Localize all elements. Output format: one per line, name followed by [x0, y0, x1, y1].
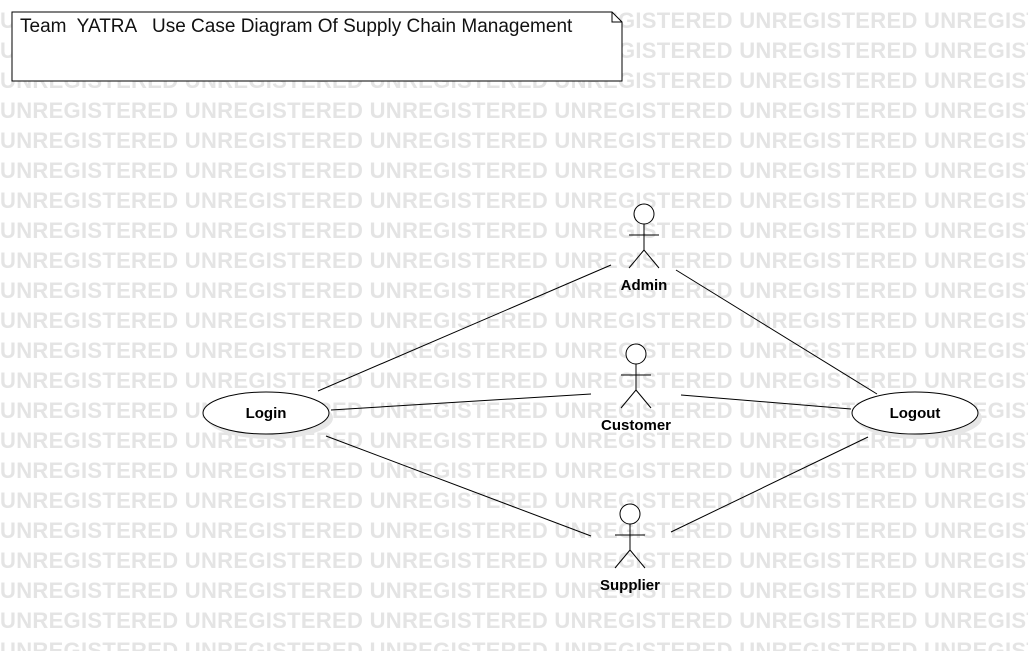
associations [317, 264, 878, 537]
actor-customer[interactable]: Customer [601, 343, 671, 434]
association-supplier-logout[interactable] [670, 436, 869, 533]
association-login-supplier[interactable] [325, 435, 592, 537]
stick-figure-icon [628, 203, 660, 269]
actor-admin-label: Admin [621, 277, 668, 294]
association-customer-logout[interactable] [680, 394, 852, 410]
association-login-admin[interactable] [317, 264, 612, 392]
diagram-title: Team YATRA Use Case Diagram Of Supply Ch… [20, 16, 573, 37]
use-case-login[interactable]: Login [202, 391, 333, 439]
actor-supplier-label: Supplier [600, 577, 660, 594]
actor-admin[interactable]: Admin [621, 203, 668, 294]
association-login-customer[interactable] [330, 393, 592, 411]
stick-figure-icon [620, 343, 652, 409]
title-note[interactable] [11, 11, 623, 82]
use-case-logout[interactable]: Logout [851, 391, 982, 439]
actor-customer-label: Customer [601, 417, 671, 434]
use-case-logout-label: Logout [890, 405, 941, 422]
actor-supplier[interactable]: Supplier [600, 503, 660, 594]
use-case-login-label: Login [246, 405, 287, 422]
association-admin-logout[interactable] [675, 269, 878, 395]
stick-figure-icon [614, 503, 646, 569]
